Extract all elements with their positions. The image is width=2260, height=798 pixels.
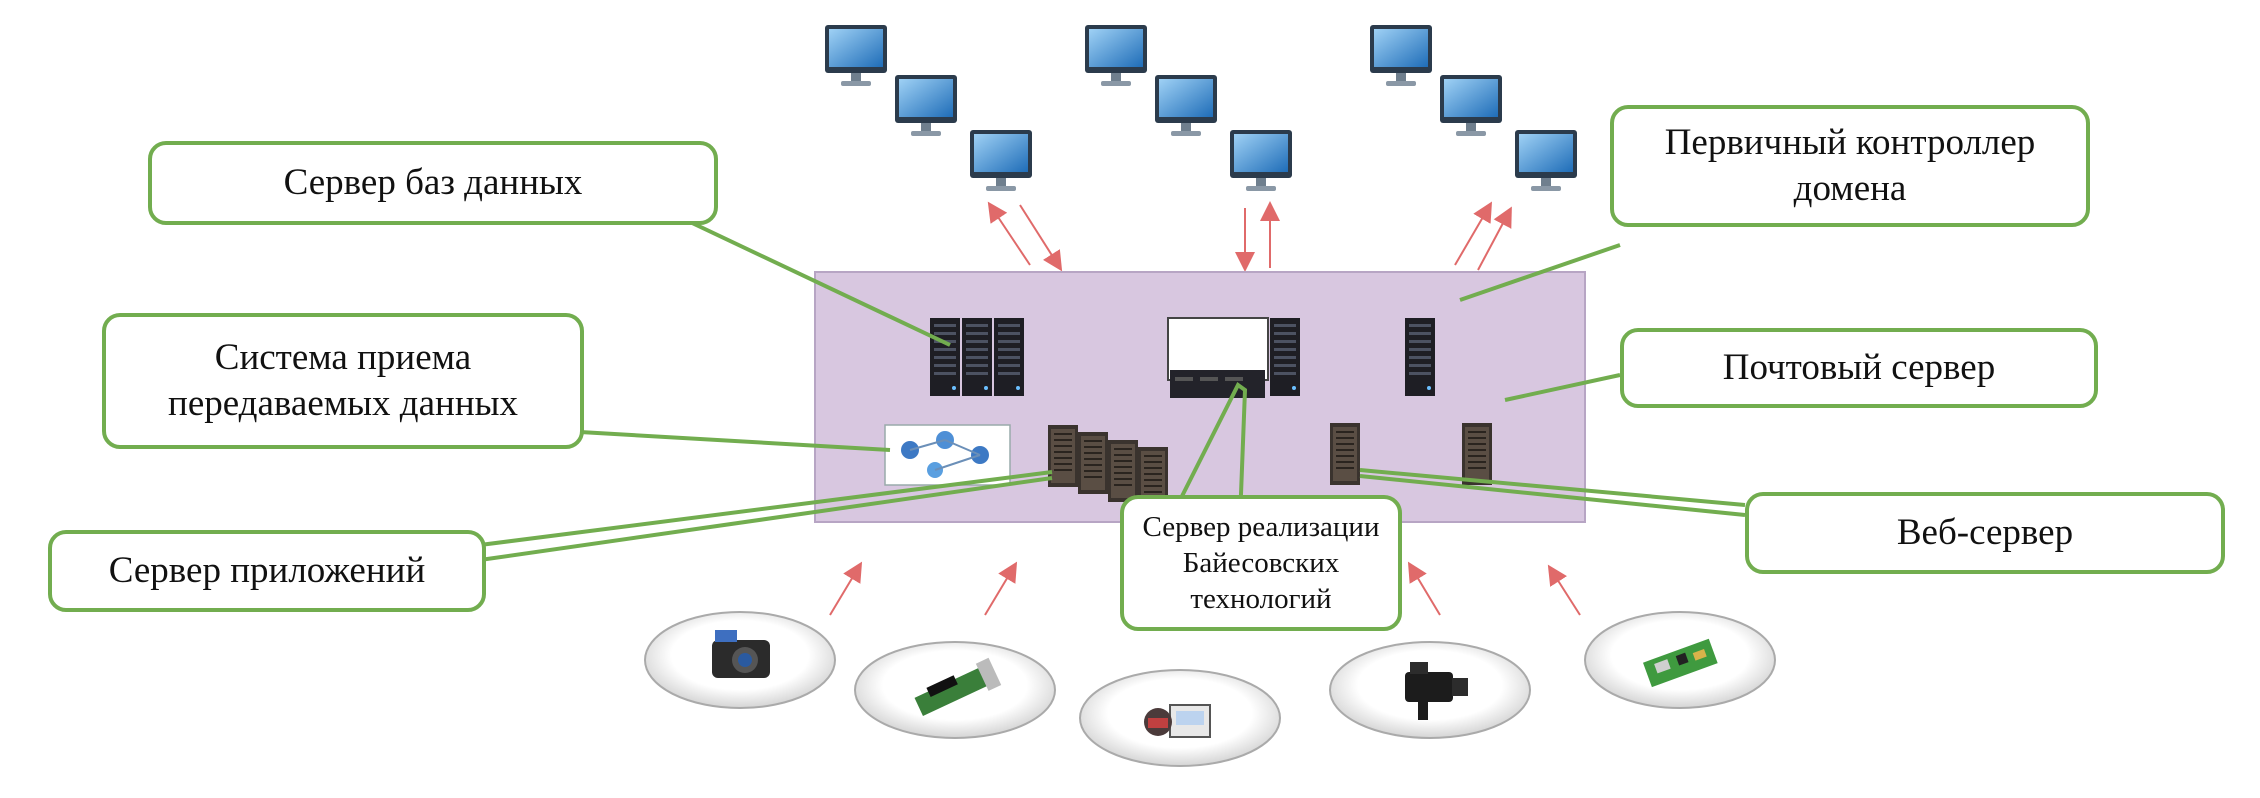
device-circuit-board (1584, 611, 1776, 709)
web-server-label: Веб-сервер (1896, 511, 2074, 553)
circuit-board-icon (1643, 638, 1718, 688)
data-reception-label-line2: передаваемых данных (168, 383, 518, 424)
data-reception-label-line1: Система приема (214, 336, 472, 378)
callout-mail-server: Почтовый сервер (1620, 328, 2098, 408)
app-server-label: Сервер приложений (108, 549, 426, 591)
callout-data-reception: Система приема передаваемых данных (102, 313, 584, 449)
data-reception-icon (884, 424, 1011, 486)
callout-db-server: Сервер баз данных (148, 141, 718, 225)
monitor-icon (1370, 25, 1432, 86)
device-measuring (1079, 669, 1281, 767)
monitor-icon (1230, 130, 1292, 191)
callout-domain-controller: Первичный контроллер домена (1610, 105, 2090, 227)
device-camera (644, 611, 836, 709)
workstation-group-right (1370, 25, 1577, 191)
mail-server-label: Почтовый сервер (1722, 346, 1996, 388)
monitor-icon (895, 75, 957, 136)
workstation-group-left (825, 25, 1032, 191)
callout-bayes-server: Сервер реализации Байесовских технологий (1120, 495, 1402, 631)
measuring-device-icon (1144, 704, 1211, 738)
db-server-label: Сервер баз данных (283, 161, 583, 203)
monitor-icon (1515, 130, 1577, 191)
leader-web-server-1 (1359, 468, 1746, 507)
mail-server-icon (1462, 423, 1492, 485)
camera-icon (712, 630, 770, 678)
leader-bayes-server (1168, 382, 1248, 521)
video-camera-icon (1405, 662, 1468, 720)
monitor-icon (970, 130, 1032, 191)
monitor-icon (1155, 75, 1217, 136)
device-arrows (829, 561, 1581, 616)
network-card-icon (914, 657, 1002, 716)
web-server-icon (1330, 423, 1360, 485)
bayes-server-label-line3: технологий (1190, 583, 1332, 616)
monitor-icon (1440, 75, 1502, 136)
monitor-icon (1085, 25, 1147, 86)
bayes-server-icon (1167, 317, 1300, 398)
device-network-card (854, 641, 1056, 739)
device-video-camera (1329, 641, 1531, 739)
callout-app-server: Сервер приложений (48, 530, 486, 612)
domain-controller-icon (1405, 318, 1435, 396)
leader-app-server-2 (479, 476, 1053, 562)
leader-app-server-1 (479, 470, 1053, 547)
pdc-label-line1: Первичный контроллер (1664, 121, 2036, 163)
database-server-icon (930, 318, 1024, 396)
leader-web-server-2 (1359, 474, 1746, 517)
workstation-arrows (987, 201, 1512, 272)
callout-web-server: Веб-сервер (1745, 492, 2225, 574)
monitor-icon (825, 25, 887, 86)
leader-mail-server (1504, 373, 1621, 402)
bayes-server-label-line2: Байесовских (1182, 546, 1340, 579)
pdc-label-line2: домена (1793, 168, 1907, 209)
leader-data-reception (579, 430, 891, 452)
workstation-group-middle (1085, 25, 1292, 191)
leader-pdc (1459, 243, 1621, 302)
bayes-server-label-line1: Сервер реализации (1142, 510, 1380, 543)
